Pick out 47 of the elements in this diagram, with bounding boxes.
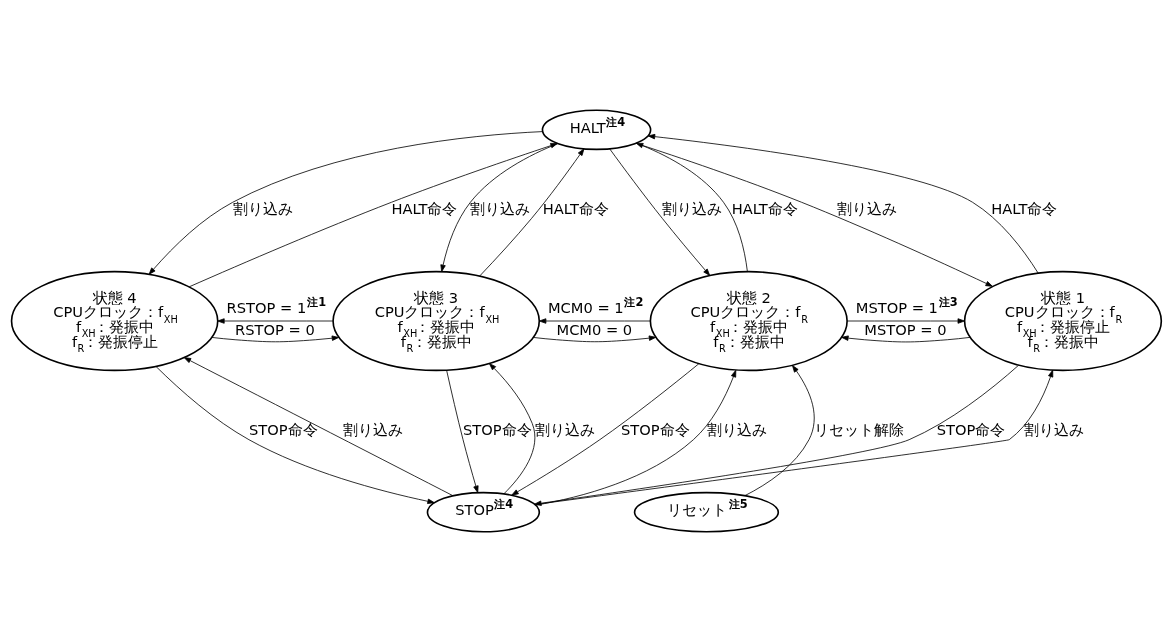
edge-label: STOP命令 — [248, 421, 318, 439]
arrow — [183, 357, 454, 497]
arrow — [744, 365, 815, 497]
edge-label: STOP命令 — [463, 421, 532, 439]
edge-label: 割り込み — [232, 200, 293, 218]
arrow — [489, 363, 536, 495]
arrow — [635, 142, 993, 287]
edge-label: MSTOP = 0 — [864, 321, 947, 339]
arrow — [647, 133, 1039, 274]
edge-label: 割り込み — [837, 200, 898, 218]
arrow — [539, 318, 651, 324]
edge-label: 割り込み — [1023, 421, 1084, 439]
edge-label: HALT命令 — [542, 200, 609, 218]
arrow — [155, 366, 435, 504]
arrow — [217, 318, 334, 324]
edge-label: 割り込み — [470, 200, 531, 218]
node-ellipse: 状態 1 CPUクロック：f$_{R}$ f$_{XH}$：発振停止 f$_{R}$：発振中 — [963, 270, 1163, 372]
edge-label: RSTOP = 1$^{注1}$ — [226, 295, 327, 317]
edge-label: 割り込み — [662, 200, 723, 218]
arrow — [479, 148, 585, 277]
arrow — [188, 142, 558, 288]
edge-label: 割り込み — [707, 421, 768, 439]
edge-label: STOP命令 — [936, 421, 1006, 439]
edge-label: RSTOP = 0 — [235, 321, 315, 339]
edge-label: 割り込み — [535, 421, 596, 439]
edge-label: STOP命令 — [620, 421, 690, 439]
node-ellipse: リセット$^{注5}$ — [633, 491, 780, 533]
edge-label: MCM0 = 0 — [556, 321, 633, 339]
edge-label: MCM0 = 1$^{注2}$ — [547, 295, 644, 317]
arrow — [211, 335, 340, 343]
edge-label: MSTOP = 1$^{注3}$ — [855, 295, 958, 317]
edge-label: リセット解除 — [813, 421, 904, 439]
arrow — [511, 363, 700, 496]
arrow — [446, 370, 479, 493]
arrow — [609, 148, 711, 276]
edge-label: HALT命令 — [731, 200, 798, 218]
node-ellipse: 状態 4 CPUクロック：f$_{XH}$ f$_{XH}$：発振中 f$_{R}$：発振停止 — [10, 270, 219, 372]
edge-label: HALT命令 — [991, 200, 1058, 218]
arrow — [533, 335, 657, 343]
arrow — [535, 369, 737, 506]
edge-label: HALT命令 — [391, 200, 458, 218]
arrow — [846, 318, 965, 324]
arrow — [440, 143, 559, 272]
arrow — [841, 335, 971, 343]
arrow — [148, 131, 543, 275]
arrow — [636, 142, 748, 272]
edge-label: 割り込み — [343, 421, 404, 439]
